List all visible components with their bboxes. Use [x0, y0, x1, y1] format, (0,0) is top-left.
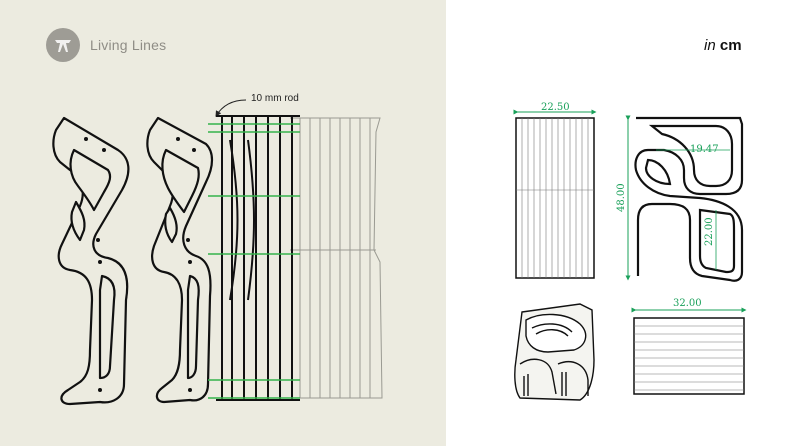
brand-name: Living Lines: [90, 37, 167, 53]
dim-top-depth: 32.00: [673, 298, 702, 309]
units-unit: cm: [719, 37, 742, 54]
isometric-render: [514, 303, 595, 401]
rod-pointer-arrow: [215, 99, 247, 117]
units-prefix: in: [704, 37, 716, 54]
dim-inner-loop: 19.47: [690, 144, 719, 155]
top-view: [631, 307, 747, 395]
stool-logo-icon: [55, 40, 71, 52]
dim-height: 48.00: [616, 183, 627, 212]
dim-lower-inner: 22.00: [704, 217, 715, 246]
side-elevation: [634, 116, 744, 282]
dim-front-width: 22.50: [541, 102, 570, 113]
side-profile-piece-2: [146, 116, 214, 404]
units-label: in cm: [704, 37, 742, 54]
side-profile-piece-1: [52, 116, 130, 406]
logo: [46, 28, 80, 62]
rod-annotation: 10 mm rod: [251, 93, 299, 104]
front-elevation: [513, 109, 597, 279]
stacked-slices-assembly: [208, 115, 383, 401]
